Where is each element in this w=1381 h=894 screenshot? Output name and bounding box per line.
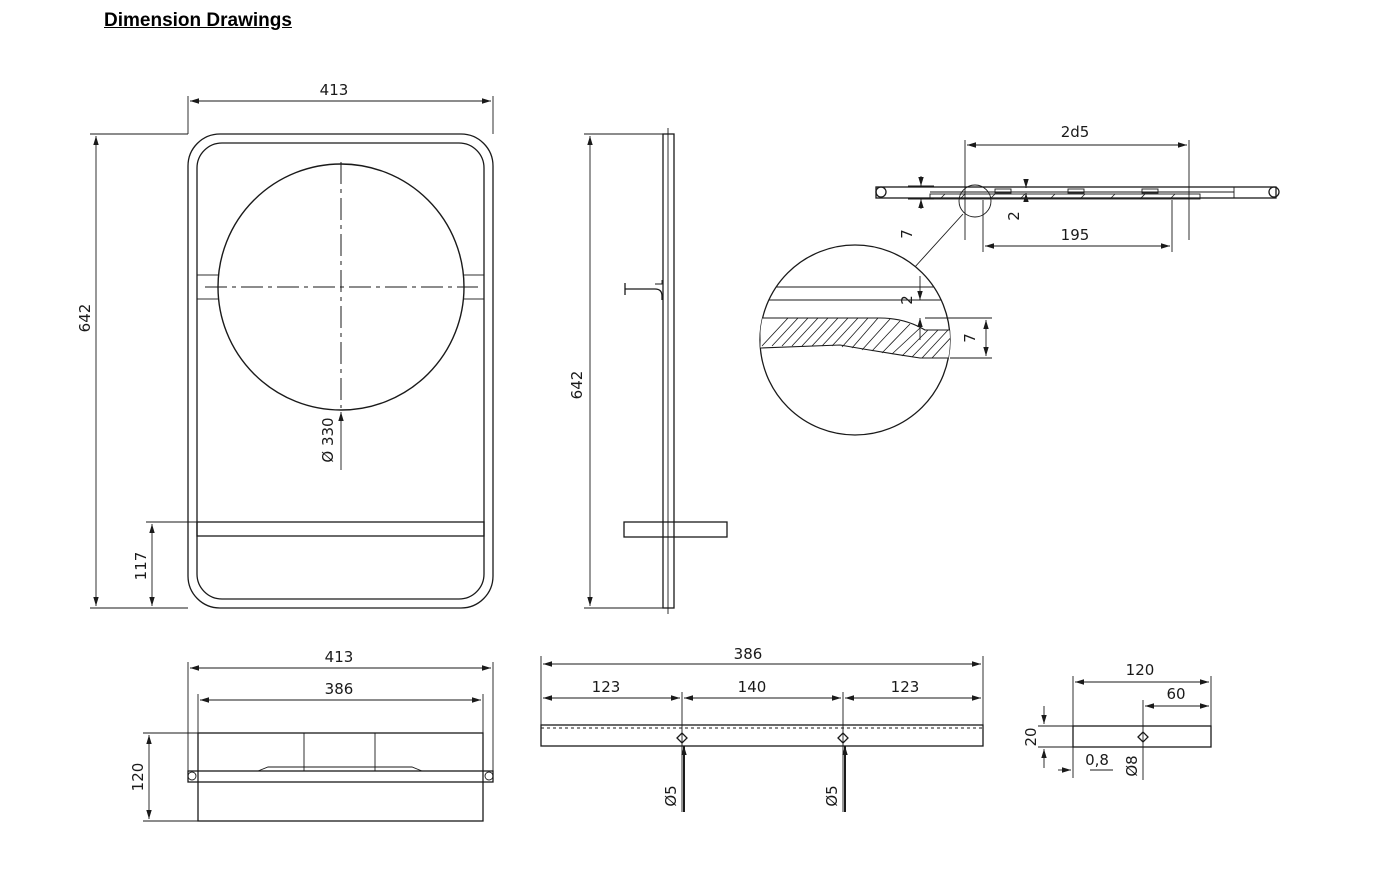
front-shelf-height-label: 117 [132,552,150,581]
shelf-side-depth-label: 120 [1126,661,1155,679]
plan-outer-width-label: 413 [325,648,354,666]
shelf-side-view: 120 60 Ø8 20 0,8 [1022,661,1212,780]
top-view: 2d5 195 7 2 [875,123,1280,269]
front-view: 413 642 117 Ø 330 [76,81,494,609]
detail-gap-label: 2 [898,295,916,305]
side-view: 642 [568,128,728,614]
shelf-side-height-label: 20 [1022,727,1040,746]
shelf-hole-right-label: Ø5 [823,785,841,806]
top-detail-marker [958,184,992,218]
shelf-side-edge-label: 0,8 [1085,751,1109,769]
shelf-hole-left [676,732,688,744]
top-right-pivot [1268,186,1280,198]
front-height-label: 642 [76,304,94,333]
plan-view: 413 386 120 [129,648,494,822]
plan-frame-bar [187,770,494,783]
shelf-side-hole-label: Ø8 [1123,755,1141,776]
top-inner-label: 195 [1061,226,1090,244]
top-thickness-label: 7 [898,229,916,239]
front-width-label: 413 [320,81,349,99]
detail-view: 2 7 [759,244,992,436]
top-left-pivot [875,186,887,198]
front-frame-inner [196,142,485,600]
side-mirror-hook [625,288,663,300]
shelf-hole-right [837,732,849,744]
top-offset-label: 2 [1005,211,1023,221]
plan-body [197,732,484,822]
shelf-overall-label: 386 [734,645,763,663]
shelf-side-hole [1137,731,1149,743]
shelf-side-hole-offset-label: 60 [1166,685,1185,703]
front-diameter-label: Ø 330 [319,417,337,462]
plan-inner-width-label: 386 [325,680,354,698]
shelf-left-label: 123 [592,678,621,696]
shelf-front-body [540,724,984,747]
shelf-middle-label: 140 [738,678,767,696]
side-shelf [623,521,728,538]
shelf-side-body [1072,725,1212,748]
shelf-right-label: 123 [891,678,920,696]
detail-thickness-label: 7 [961,333,979,343]
front-frame-outer [187,133,494,609]
top-overall-label: 2d5 [1061,123,1090,141]
side-frame [662,133,675,609]
shelf-front-view: 386 123 140 123 Ø5 Ø5 [540,645,984,812]
plan-depth-label: 120 [129,763,147,792]
front-shelf [196,521,485,537]
detail-leader [913,213,964,269]
shelf-hole-left-label: Ø5 [662,785,680,806]
page-heading: Dimension Drawings [104,10,292,31]
side-height-label: 642 [568,371,586,400]
